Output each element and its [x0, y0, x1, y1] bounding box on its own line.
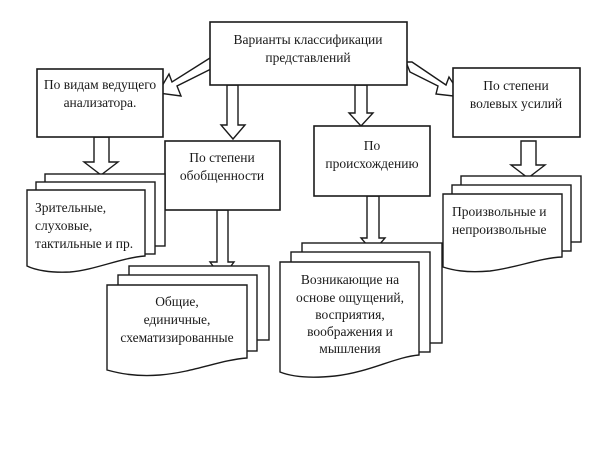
arrow-volition-to-result: [508, 140, 548, 179]
root-node: Варианты классификации представлений: [209, 21, 408, 86]
result-generalization-line-2: единичные,: [144, 312, 211, 327]
category-origin-line-2: происхождению: [325, 156, 418, 171]
arrow-root-to-generalization: [219, 84, 247, 141]
result-origin-line-2: основе ощущений,: [296, 290, 404, 305]
result-generalization-line-1: Общие,: [155, 294, 199, 309]
result-analyzer-line-3: тактильные и пр.: [35, 236, 133, 251]
category-analyzer: По видам ведущего анализатора.: [36, 68, 164, 138]
result-volition-line-2: непроизвольные: [452, 222, 547, 237]
result-volition-stack: Произвольные и непроизвольные: [442, 175, 582, 273]
category-analyzer-line-1: По видам ведущего: [44, 77, 157, 92]
result-generalization-line-3: схематизированные: [120, 330, 233, 345]
category-analyzer-line-2: анализатора.: [64, 95, 137, 110]
category-origin: По происхождению: [313, 125, 431, 197]
root-line-1: Варианты классификации: [233, 32, 382, 47]
result-analyzer-line-1: Зрительные,: [35, 200, 106, 215]
result-origin-line-5: мышления: [319, 341, 380, 356]
result-origin-line-4: воображения и: [307, 324, 393, 339]
category-volition-line-1: По степени: [483, 78, 548, 93]
category-volition-line-2: волевых усилий: [470, 96, 562, 111]
doc-layer-front: [106, 284, 248, 377]
result-volition-line-1: Произвольные и: [452, 204, 546, 219]
result-origin-line-1: Возникающие на: [301, 272, 399, 287]
category-origin-line-1: По: [364, 138, 381, 153]
result-analyzer-line-2: слуховые,: [35, 218, 92, 233]
category-generalization: По степени обобщенности: [164, 140, 281, 211]
doc-layer-front: [279, 261, 420, 378]
arrow-root-to-origin: [347, 84, 375, 128]
category-generalization-line-2: обобщенности: [180, 168, 264, 183]
doc-layer-front: [26, 189, 146, 273]
result-origin-stack: Возникающие на основе ощущений, восприят…: [279, 242, 443, 378]
root-line-2: представлений: [265, 50, 350, 65]
result-origin-line-3: восприятия,: [315, 307, 384, 322]
arrow-root-to-analyzer: [156, 56, 214, 97]
result-analyzer-stack: Зрительные, слуховые, тактильные и пр.: [26, 173, 166, 273]
doc-layer-front: [442, 193, 563, 273]
category-volition: По степени волевых усилий: [452, 67, 581, 138]
result-generalization-stack: Общие, единичные, схематизированные: [106, 265, 270, 377]
arrow-analyzer-to-result: [81, 136, 121, 176]
category-generalization-line-1: По степени: [189, 150, 254, 165]
